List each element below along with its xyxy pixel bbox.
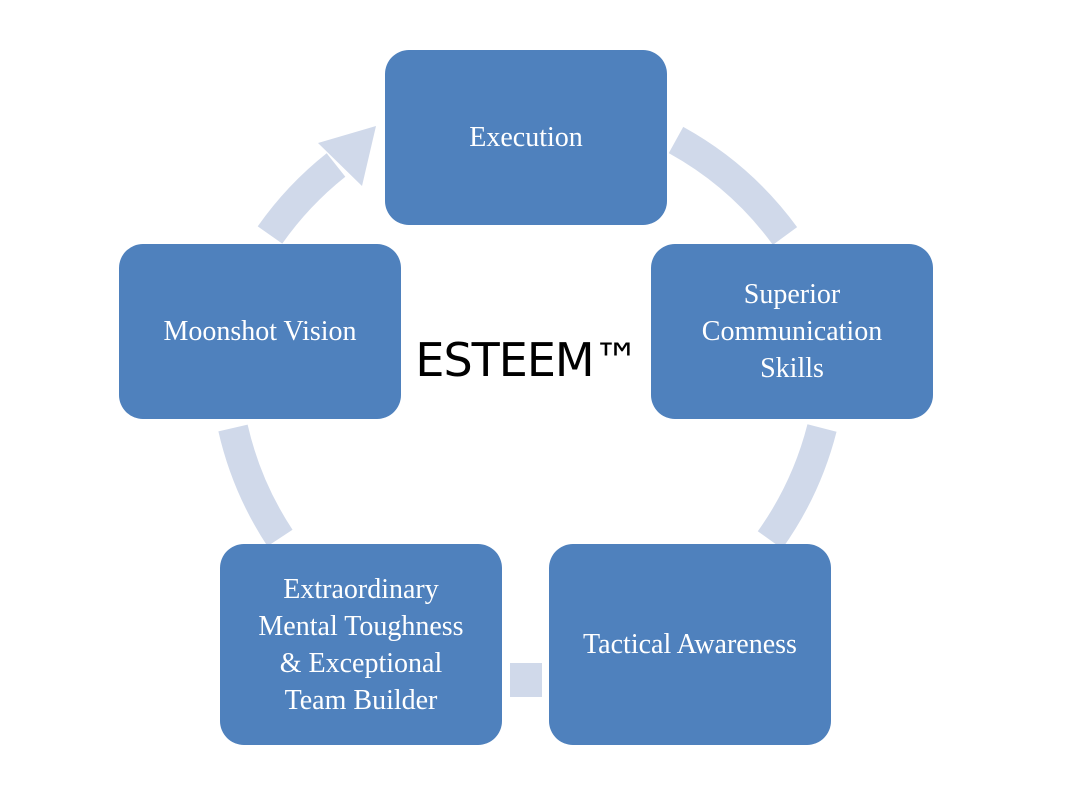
node-superior-communication-skills: Superior Communication Skills — [651, 244, 933, 419]
cycle-arc-3 — [510, 663, 542, 697]
node-moonshot-vision: Moonshot Vision — [119, 244, 401, 419]
node-superior-communication-skills-label: Superior Communication Skills — [701, 279, 883, 384]
node-tactical-awareness: Tactical Awareness — [549, 544, 831, 745]
node-mental-toughness-team-builder: Extraordinary Mental Toughness & Excepti… — [220, 544, 502, 745]
cycle-arc-2 — [757, 424, 837, 549]
node-execution: Execution — [385, 50, 667, 225]
center-title: ESTEEM™ — [415, 333, 639, 387]
node-tactical-awareness-label: Tactical Awareness — [583, 629, 797, 660]
cycle-arrowhead — [318, 126, 376, 186]
node-moonshot-vision-label: Moonshot Vision — [163, 316, 357, 347]
cycle-arc-5 — [257, 153, 346, 244]
cycle-arc-1 — [668, 126, 798, 245]
cycle-arc-4 — [218, 424, 293, 547]
node-mental-toughness-team-builder-label: Extraordinary Mental Toughness & Excepti… — [258, 573, 464, 716]
node-execution-label: Execution — [469, 122, 583, 153]
